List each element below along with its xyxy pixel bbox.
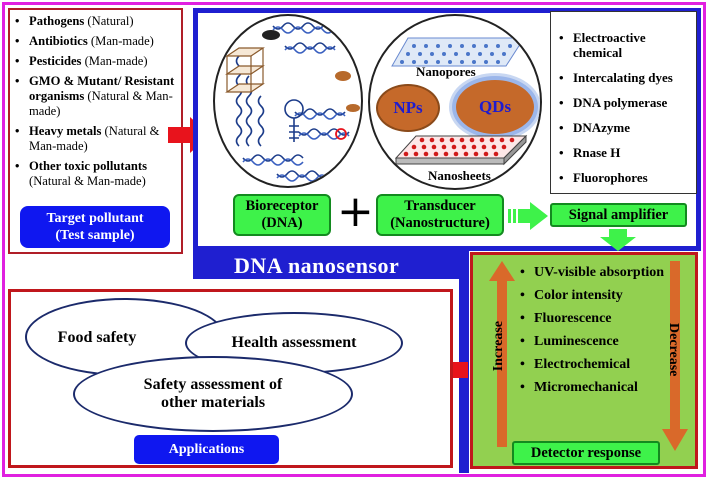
applications-label-text: Applications	[168, 442, 245, 457]
applications-label: Applications	[134, 435, 279, 464]
transducer-label: Transducer (Nanostructure)	[376, 194, 504, 236]
amplifier-item: Intercalating dyes	[559, 70, 693, 85]
target-pollutant-label: Target pollutant (Test sample)	[20, 206, 170, 248]
target-line-1: Target pollutant	[46, 211, 144, 226]
detector-method-item: UV-visible absorption	[520, 265, 666, 281]
plus-sign: +	[337, 186, 374, 237]
nanosheet	[394, 134, 528, 166]
pollutant-item: Pesticides (Man-made)	[15, 54, 178, 69]
transducer-to-amplifier-arrow	[508, 202, 548, 230]
pollutant-item: Heavy metals (Natural & Man-made)	[15, 124, 178, 154]
pollutant-item: Pathogens (Natural)	[15, 14, 178, 29]
nanopores-membrane	[391, 37, 525, 67]
increase-arrow	[489, 261, 515, 447]
bioreceptor-line-2: (DNA)	[261, 215, 303, 231]
decrease-arrow	[662, 261, 688, 451]
detector-method-item: Micromechanical	[520, 380, 666, 396]
amplifier-item: Fluorophores	[559, 170, 693, 185]
transducer-line-1: Transducer	[404, 198, 476, 214]
amplifier-list: Electroactive chemical Intercalating dye…	[559, 30, 693, 195]
detector-response-label: Detector response	[512, 441, 660, 465]
target-line-2: (Test sample)	[55, 228, 135, 243]
pollutant-item: Other toxic pollutants (Natural & Man-ma…	[15, 159, 178, 189]
other-materials-line-1: Safety assessment of	[143, 376, 283, 393]
pollutant-item: Antibiotics (Man-made)	[15, 34, 178, 49]
amplifier-down-arrow	[600, 229, 636, 251]
detector-method-item: Color intensity	[520, 288, 666, 304]
health-assessment-label: Health assessment	[231, 334, 357, 351]
detector-panel: Increase Decrease UV-visible absorption …	[470, 252, 698, 469]
bioreceptor-line-1: Bioreceptor	[245, 198, 319, 214]
bioreceptor-label: Bioreceptor (DNA)	[233, 194, 331, 236]
dna-nanosensor-bar	[193, 251, 469, 279]
amplifier-item: DNA polymerase	[559, 95, 693, 110]
signal-amplifier-text: Signal amplifier	[568, 206, 669, 223]
detector-response-text: Detector response	[530, 444, 642, 461]
detector-method-item: Electrochemical	[520, 357, 666, 373]
detector-method-list: UV-visible absorption Color intensity Fl…	[520, 265, 666, 403]
qds-label: QDs	[478, 97, 512, 116]
applications-box: Food safety Health assessment Safety ass…	[8, 289, 453, 468]
amplifier-item: Electroactive chemical	[559, 30, 693, 60]
nps-label: NPs	[393, 98, 423, 117]
dna-illustration	[225, 22, 360, 182]
decrease-label: Decrease	[666, 323, 681, 377]
signal-amplifier-label: Signal amplifier	[550, 203, 687, 227]
amplifier-item: DNAzyme	[559, 120, 693, 135]
nanosheets-label: Nanosheets	[428, 168, 491, 183]
dna-nanosensor-title: DNA nanosensor	[234, 253, 400, 278]
nanostructure-circle: Nanopores NPs QDs Nanosheets	[368, 14, 542, 190]
qds-particle: QDs	[456, 80, 534, 134]
detector-method-item: Luminescence	[520, 334, 666, 350]
amplifier-box: Electroactive chemical Intercalating dye…	[550, 11, 697, 194]
increase-label: Increase	[491, 321, 506, 372]
amplifier-item: Rnase H	[559, 145, 693, 160]
pollutant-item: GMO & Mutant/ Resistant organisms (Natur…	[15, 74, 178, 119]
nps-particle: NPs	[376, 84, 440, 132]
pollutant-box: Pathogens (Natural) Antibiotics (Man-mad…	[8, 8, 183, 254]
detector-method-item: Fluorescence	[520, 311, 666, 327]
dna-circle	[213, 14, 363, 188]
pollutant-list: Pathogens (Natural) Antibiotics (Man-mad…	[15, 14, 178, 194]
food-safety-label: Food safety	[57, 329, 137, 346]
other-materials-ellipse: Safety assessment of other materials	[73, 356, 353, 432]
other-materials-line-2: other materials	[160, 394, 266, 411]
transducer-line-2: (Nanostructure)	[390, 215, 490, 231]
nanopores-label: Nanopores	[416, 64, 476, 79]
